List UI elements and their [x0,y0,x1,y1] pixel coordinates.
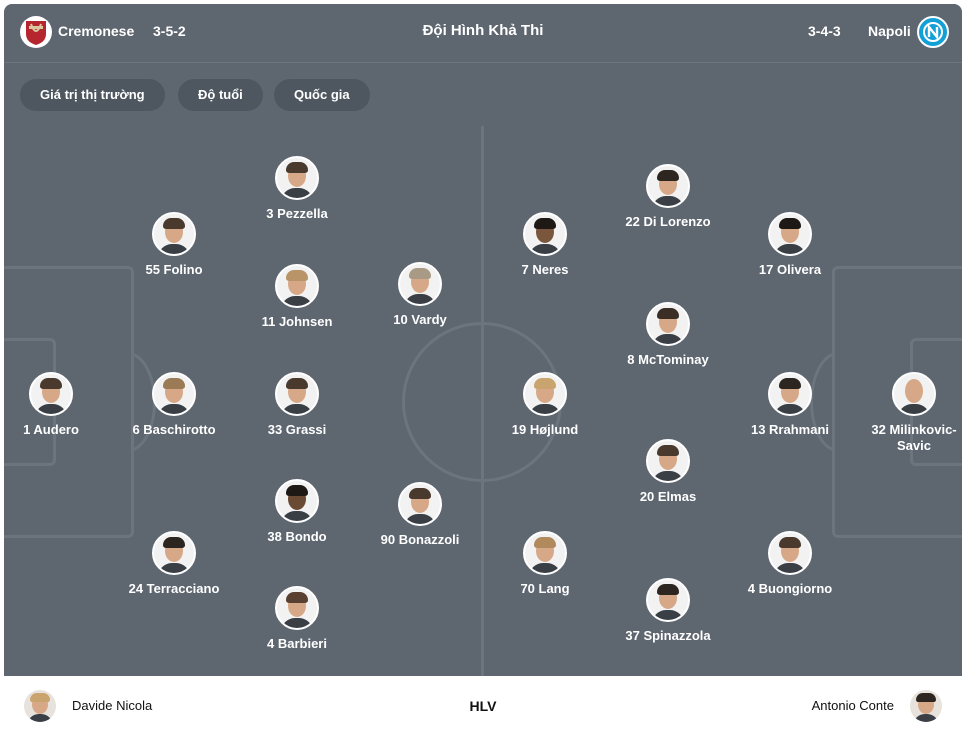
player-label: 22 Di Lorenzo [625,214,711,229]
player-label: 11 Johnsen [261,314,333,329]
player-label: 20 Elmas [639,489,697,504]
player-photo [275,264,319,308]
player-photo [29,372,73,416]
home-team-name[interactable]: Cremonese [58,23,135,39]
player-photo [152,531,196,575]
player-di-lorenzo[interactable]: 22 Di Lorenzo [603,164,733,230]
player-milinkovic-savic[interactable]: 32 Milinkovic-Savic [848,372,962,454]
player-lang[interactable]: 70 Lang [480,531,610,597]
player-vardy[interactable]: 10 Vardy [355,262,485,328]
home-formation: 3-5-2 [153,23,186,39]
filter-market-value[interactable]: Giá trị thị trường [20,79,165,111]
player-baschirotto[interactable]: 6 Baschirotto [109,372,239,438]
player-label: 70 Lang [520,581,570,596]
player-label: 13 Rrahmani [750,422,830,437]
player-neres[interactable]: 7 Neres [480,212,610,278]
player-pezzella[interactable]: 3 Pezzella [232,156,362,222]
player-label: 24 Terracciano [128,581,220,596]
player-hojlund[interactable]: 19 Højlund [480,372,610,438]
player-label: 38 Bondo [267,529,327,544]
player-label: 8 McTominay [627,352,709,367]
player-label: 10 Vardy [393,312,447,327]
player-photo [646,302,690,346]
player-label: 32 Milinkovic-Savic [871,422,957,453]
player-photo [275,586,319,630]
player-label: 33 Grassi [267,422,327,437]
player-photo [275,372,319,416]
player-photo [398,482,442,526]
player-photo [646,439,690,483]
player-buongiorno[interactable]: 4 Buongiorno [725,531,855,597]
away-team-name[interactable]: Napoli [868,23,911,39]
player-photo [523,372,567,416]
player-label: 37 Spinazzola [625,628,711,643]
player-photo [523,531,567,575]
filter-age[interactable]: Độ tuổi [178,79,263,111]
player-audero[interactable]: 1 Audero [4,372,116,438]
player-photo [646,164,690,208]
player-bondo[interactable]: 38 Bondo [232,479,362,545]
filter-bar: Giá trị thị trường Độ tuổi Quốc gia [4,62,962,127]
player-photo [523,212,567,256]
player-terracciano[interactable]: 24 Terracciano [109,531,239,597]
player-spinazzola[interactable]: 37 Spinazzola [603,578,733,644]
player-photo [152,212,196,256]
player-grassi[interactable]: 33 Grassi [232,372,362,438]
pitch: 1 Audero 6 Baschirotto 55 Folino 24 Terr… [4,126,962,676]
player-barbieri[interactable]: 4 Barbieri [232,586,362,652]
away-coach-name[interactable]: Antonio Conte [811,698,894,713]
player-photo [275,156,319,200]
lineup-title: Đội Hình Khả Thi [422,22,544,39]
cremonese-crest-icon[interactable] [20,16,52,48]
player-mctominay[interactable]: 8 McTominay [603,302,733,368]
player-label: 4 Barbieri [267,636,327,651]
player-label: 19 Højlund [511,422,579,437]
player-label: 55 Folino [145,262,203,277]
player-folino[interactable]: 55 Folino [109,212,239,278]
player-label: 6 Baschirotto [132,422,216,437]
player-photo [892,372,936,416]
player-label: 90 Bonazzoli [380,532,460,547]
coach-bar: Davide Nicola HLV Antonio Conte [4,676,962,736]
napoli-crest-icon[interactable] [917,16,949,48]
player-label: 17 Olivera [758,262,822,277]
player-elmas[interactable]: 20 Elmas [603,439,733,505]
player-label: 1 Audero [23,422,79,437]
lineup-header: Cremonese 3-5-2 Đội Hình Khả Thi 3-4-3 N… [4,4,962,62]
player-photo [275,479,319,523]
player-photo [768,212,812,256]
player-bonazzoli[interactable]: 90 Bonazzoli [355,482,485,548]
player-photo [768,531,812,575]
player-photo [152,372,196,416]
player-label: 7 Neres [521,262,569,277]
home-penalty-box [4,266,134,538]
player-label: 3 Pezzella [266,206,328,221]
lineup-card: Cremonese 3-5-2 Đội Hình Khả Thi 3-4-3 N… [4,4,962,736]
player-rrahmani[interactable]: 13 Rrahmani [725,372,855,438]
home-coach-photo[interactable] [24,690,56,722]
player-photo [646,578,690,622]
player-label: 4 Buongiorno [747,581,833,596]
filter-nationality[interactable]: Quốc gia [274,79,370,111]
player-photo [768,372,812,416]
away-coach-photo[interactable] [910,690,942,722]
home-coach-name[interactable]: Davide Nicola [72,698,153,713]
player-olivera[interactable]: 17 Olivera [725,212,855,278]
player-photo [398,262,442,306]
away-penalty-box [832,266,962,538]
coach-label: HLV [469,698,497,714]
player-johnsen[interactable]: 11 Johnsen [232,264,362,330]
away-formation: 3-4-3 [808,23,841,39]
